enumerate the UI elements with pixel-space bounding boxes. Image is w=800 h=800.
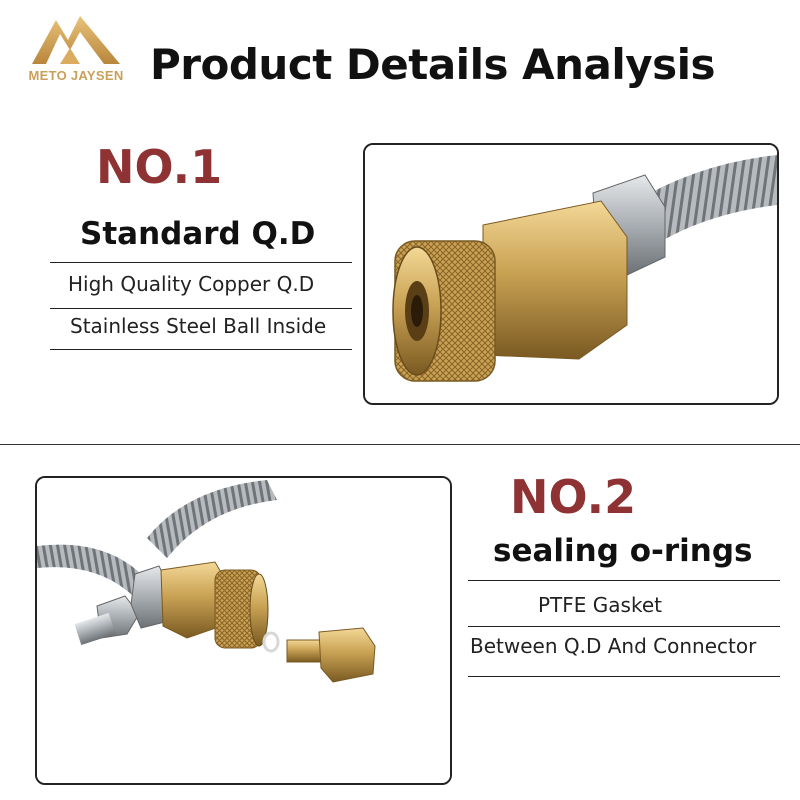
hose-with-connector-photo <box>35 476 452 785</box>
section-2-detail-2: Between Q.D And Connector <box>470 634 757 658</box>
section-2-feature: sealing o-rings <box>493 533 753 569</box>
section-1-detail-2: Stainless Steel Ball Inside <box>70 314 327 338</box>
brand-logo: METO JAYSEN <box>14 10 138 96</box>
page-title: Product Details Analysis <box>150 40 716 89</box>
section-2-detail-1: PTFE Gasket <box>538 593 662 617</box>
mountain-logo-icon <box>32 16 120 64</box>
quick-disconnect-coupler-photo <box>363 143 779 405</box>
section-2-number: NO.2 <box>510 470 637 524</box>
section-1-number: NO.1 <box>96 140 223 194</box>
section-1-rule-3 <box>50 349 352 350</box>
section-1-feature: Standard Q.D <box>80 216 316 252</box>
section-1-rule-2 <box>50 308 352 309</box>
section-2-rule-1 <box>468 580 780 581</box>
section-divider <box>0 444 800 445</box>
brand-name: METO JAYSEN <box>28 68 124 83</box>
section-1-rule-1 <box>50 262 352 263</box>
section-2-rule-2 <box>468 626 780 627</box>
section-1-detail-1: High Quality Copper Q.D <box>68 272 315 296</box>
section-2-rule-3 <box>468 676 780 677</box>
